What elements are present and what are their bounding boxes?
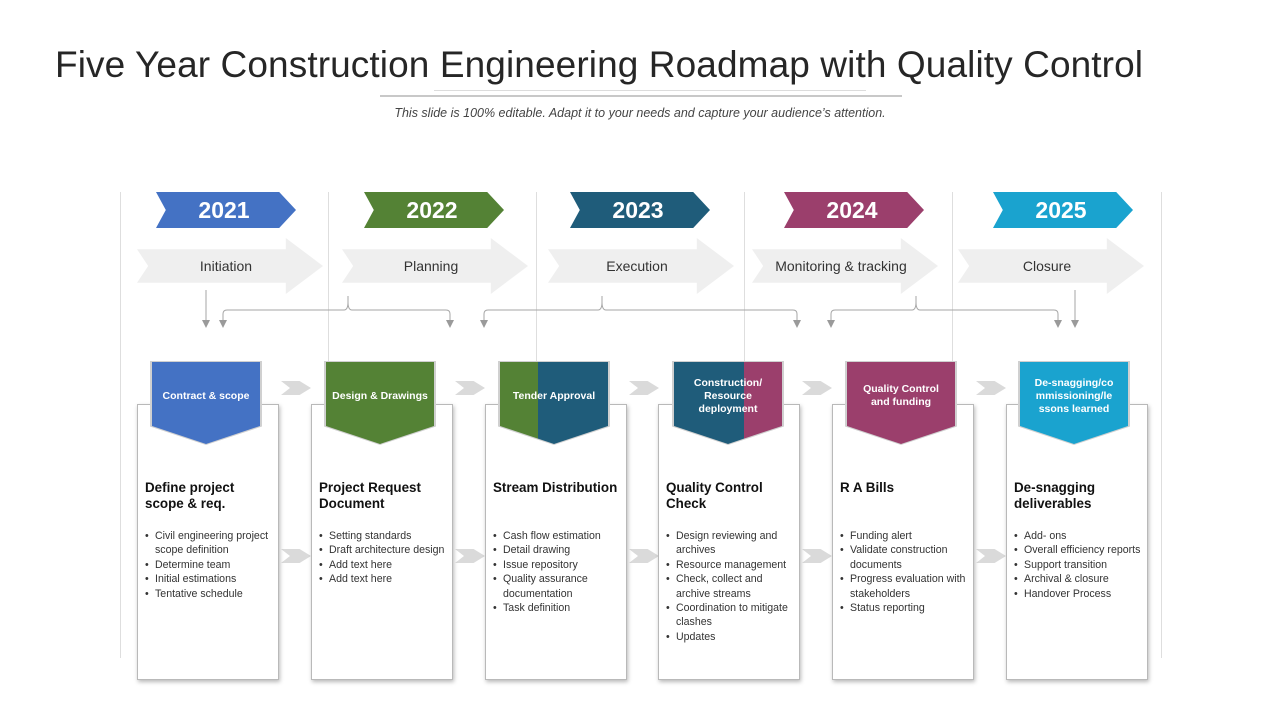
column-divider bbox=[120, 192, 121, 658]
list-item: Detail drawing bbox=[493, 543, 621, 558]
list-item: Design reviewing and archives bbox=[666, 529, 794, 558]
stage-title: Define project scope & req. bbox=[145, 480, 235, 511]
list-item: Determine team bbox=[145, 558, 273, 573]
chevron-right-icon bbox=[629, 549, 659, 563]
stage-card: R A BillsFunding alertValidate construct… bbox=[832, 404, 974, 680]
title-underline-inner bbox=[434, 90, 866, 91]
stage-title: Quality Control Check bbox=[666, 480, 763, 511]
list-item: Tentative schedule bbox=[145, 587, 273, 602]
stage-tag-label: Contract & scope bbox=[162, 389, 250, 402]
stage-card: Define project scope & req. Civil enginee… bbox=[137, 404, 279, 680]
stage-title: R A Bills bbox=[840, 480, 895, 495]
list-item: Add- ons bbox=[1014, 529, 1142, 544]
year-banner-2024: 2024 bbox=[784, 192, 924, 228]
stage-task-list: Design reviewing and archivesResource ma… bbox=[666, 529, 794, 645]
year-label: 2024 bbox=[826, 196, 878, 223]
year-banner-2022: 2022 bbox=[364, 192, 504, 228]
stage-tag-label: De-snagging/commissioning/lessons learne… bbox=[1034, 376, 1114, 415]
list-item: Progress evaluation with stakeholders bbox=[840, 572, 968, 601]
year-banner-2021: 2021 bbox=[156, 192, 296, 228]
year-banner-2025: 2025 bbox=[993, 192, 1133, 228]
chevron-right-icon bbox=[629, 381, 659, 395]
stage-task-list: Setting standardsDraft architecture desi… bbox=[319, 529, 447, 587]
list-item: Initial estimations bbox=[145, 572, 273, 587]
stage-tag: Construction/ Resource deployment bbox=[674, 362, 782, 444]
year-label: 2022 bbox=[406, 196, 458, 223]
stage-task-list: Add- onsOverall efficiency reportsSuppor… bbox=[1014, 529, 1142, 601]
phase-label: Closure bbox=[1022, 258, 1072, 274]
list-item: Validate construction documents bbox=[840, 543, 968, 572]
list-item: Issue repository bbox=[493, 558, 621, 573]
chevron-right-icon bbox=[281, 381, 311, 395]
stage-tag: Design & Drawings bbox=[326, 362, 434, 444]
phase-label: Planning bbox=[403, 258, 459, 274]
phase-label: Monitoring & tracking bbox=[775, 258, 907, 274]
stage-card: Quality Control CheckDesign reviewing an… bbox=[658, 404, 800, 680]
chevron-right-icon bbox=[802, 549, 832, 563]
list-item: Updates bbox=[666, 630, 794, 645]
stage-tag: Quality Control and funding bbox=[847, 362, 955, 444]
column-divider bbox=[1161, 192, 1162, 658]
list-item: Check, collect and archive streams bbox=[666, 572, 794, 601]
list-item: Coordination to mitigate clashes bbox=[666, 601, 794, 630]
chevron-right-icon bbox=[976, 381, 1006, 395]
list-item: Support transition bbox=[1014, 558, 1142, 573]
list-item: Funding alert bbox=[840, 529, 968, 544]
phase-label: Initiation bbox=[199, 258, 253, 274]
year-banner-2023: 2023 bbox=[570, 192, 710, 228]
phase-label: Execution bbox=[606, 258, 668, 274]
stage-tag-label: Design & Drawings bbox=[332, 389, 428, 402]
slide-title: Five Year Construction Engineering Roadm… bbox=[55, 44, 1144, 85]
list-item: Civil engineering project scope definiti… bbox=[145, 529, 273, 558]
list-item: Status reporting bbox=[840, 601, 968, 616]
stage-tag: Contract & scope bbox=[152, 362, 260, 444]
chevron-right-icon bbox=[281, 549, 311, 563]
stage-task-list: Funding alertValidate construction docum… bbox=[840, 529, 968, 616]
list-item: Add text here bbox=[319, 572, 447, 587]
list-item: Setting standards bbox=[319, 529, 447, 544]
stage-title: De-snagging deliverables bbox=[1014, 480, 1096, 511]
stage-tag-label: Tender Approval bbox=[512, 389, 596, 402]
list-item: Handover Process bbox=[1014, 587, 1142, 602]
stage-tag: De-snagging/commissioning/lessons learne… bbox=[1020, 362, 1128, 444]
stage-tag-label: Quality Control and funding bbox=[863, 383, 939, 408]
stage-tag: Tender Approval bbox=[500, 362, 608, 444]
stage-tag-label: Construction/ Resource deployment bbox=[693, 376, 763, 415]
list-item: Overall efficiency reports bbox=[1014, 543, 1142, 558]
list-item: Task definition bbox=[493, 601, 621, 616]
list-item: Archival & closure bbox=[1014, 572, 1142, 587]
year-label: 2025 bbox=[1035, 196, 1087, 223]
year-label: 2021 bbox=[198, 196, 250, 223]
title-underline bbox=[380, 95, 902, 97]
stage-card: De-snagging deliverablesAdd- onsOverall … bbox=[1006, 404, 1148, 680]
list-item: Cash flow estimation bbox=[493, 529, 621, 544]
chevron-right-icon bbox=[802, 381, 832, 395]
year-label: 2023 bbox=[612, 196, 664, 223]
list-item: Draft architecture design bbox=[319, 543, 447, 558]
stage-task-list: Civil engineering project scope definiti… bbox=[145, 529, 273, 601]
chevron-right-icon bbox=[455, 549, 485, 563]
stage-card: Stream DistributionCash flow estimationD… bbox=[485, 404, 627, 680]
stage-title: Stream Distribution bbox=[493, 480, 618, 495]
stage-title: Project Request Document bbox=[319, 480, 421, 511]
chevron-right-icon bbox=[455, 381, 485, 395]
chevron-right-icon bbox=[976, 549, 1006, 563]
stage-card: Project Request DocumentSetting standard… bbox=[311, 404, 453, 680]
list-item: Quality assurance documentation bbox=[493, 572, 621, 601]
list-item: Resource management bbox=[666, 558, 794, 573]
stage-task-list: Cash flow estimationDetail drawingIssue … bbox=[493, 529, 621, 616]
list-item: Add text here bbox=[319, 558, 447, 573]
slide-subtitle: This slide is 100% editable. Adapt it to… bbox=[394, 106, 886, 120]
